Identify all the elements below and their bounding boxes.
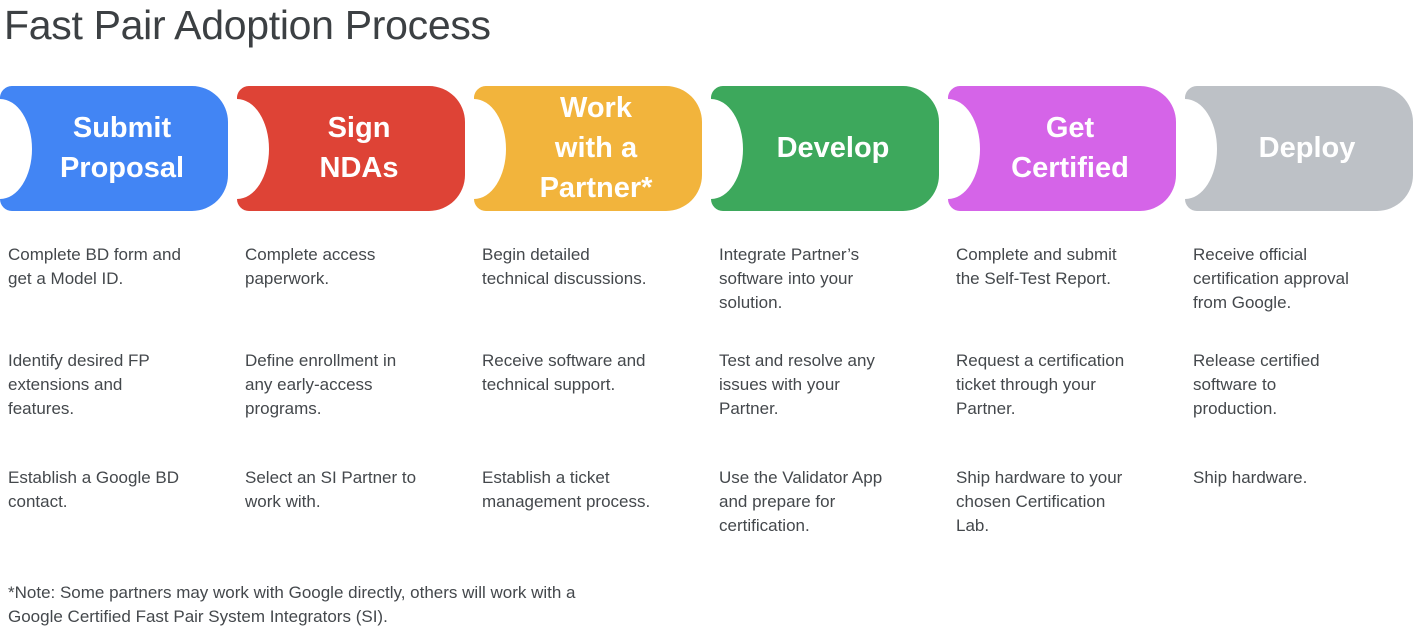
stage-sign-ndas: Sign NDAs [237,85,465,211]
detail-sign-ndas-1: Complete access paperwork. [245,244,376,288]
stage-shape-deploy [1185,85,1413,211]
stage-get-certified: Get Certified [948,85,1176,211]
stage-shape-submit-proposal [0,85,228,211]
detail-submit-proposal-3: Establish a Google BD contact. [8,467,180,511]
stage-deploy: Deploy [1185,85,1413,211]
detail-sign-ndas-3: Select an SI Partner to work with. [245,467,417,511]
stage-label-work-with-partner: Work with a Partner* [539,92,653,205]
detail-deploy-3: Ship hardware. [1193,467,1308,487]
detail-get-certified-1: Complete and submit the Self-Test Report… [956,244,1117,288]
detail-submit-proposal-1: Complete BD form and get a Model ID. [8,244,181,288]
detail-deploy-2: Release certified software to production… [1193,350,1320,418]
stage-shape-sign-ndas [237,85,465,211]
stage-label-sign-ndas: Sign NDAs [319,112,399,185]
footnote: *Note: Some partners may work with Googl… [8,582,576,626]
page-title: Fast Pair Adoption Process [4,2,491,48]
detail-work-with-partner-2: Receive software and technical support. [482,350,646,394]
stage-work-with-partner: Work with a Partner* [474,85,702,211]
detail-get-certified-2: Request a certification ticket through y… [956,350,1125,418]
detail-deploy-1: Receive official certification approval … [1193,244,1349,312]
detail-get-certified-3: Ship hardware to your chosen Certificati… [956,467,1123,535]
stage-submit-proposal: Submit Proposal [0,85,228,211]
detail-submit-proposal-2: Identify desired FP extensions and featu… [8,350,150,418]
stage-label-submit-proposal: Submit Proposal [59,112,185,185]
stage-develop: Develop [711,85,939,211]
stage-label-develop: Develop [776,132,890,165]
detail-develop-3: Use the Validator App and prepare for ce… [719,467,883,535]
stage-shape-develop [711,85,939,211]
stage-shape-work-with-partner [474,85,702,211]
detail-develop-2: Test and resolve any issues with your Pa… [719,350,875,418]
detail-sign-ndas-2: Define enrollment in any early-access pr… [245,350,397,418]
stage-label-get-certified: Get Certified [1011,112,1129,185]
stage-shape-get-certified [948,85,1176,211]
detail-work-with-partner-1: Begin detailed technical discussions. [482,244,647,288]
stage-details: Complete BD form and get a Model ID. Com… [0,243,1423,538]
stage-label-deploy: Deploy [1258,132,1356,165]
process-stages: Submit Proposal Sign NDAs Work with a Pa… [0,85,1423,211]
detail-work-with-partner-3: Establish a ticket management process. [482,467,651,511]
detail-develop-1: Integrate Partner’s software into your s… [719,244,860,312]
